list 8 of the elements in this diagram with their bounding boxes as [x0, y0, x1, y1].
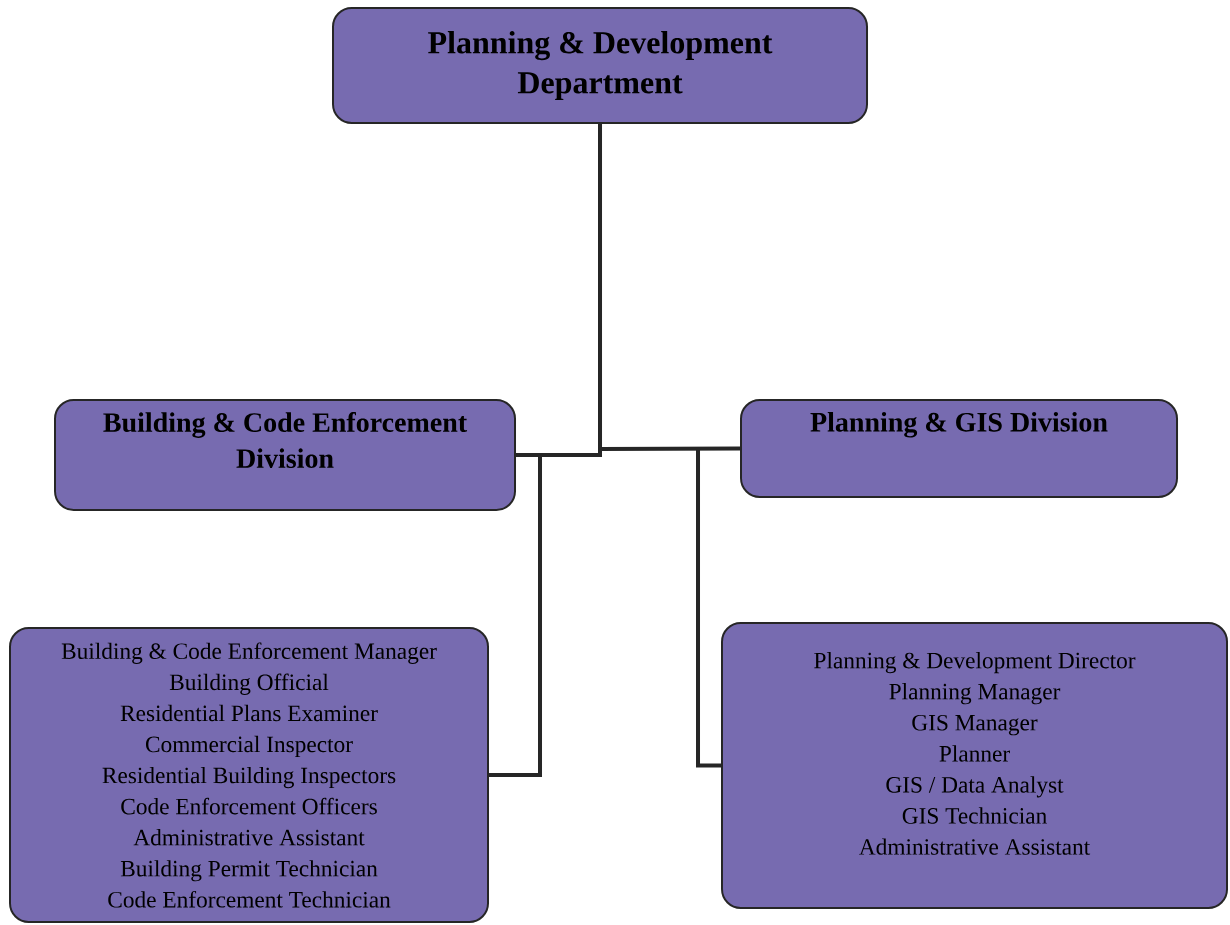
staff-list-box: Building & Code Enforcement Manager Building Official Residential Plans Examiner Commercial Inspector Residential Building Inspectors Code Enforcement Officers Administrative Assistant Building Permit Technician Code Enforcement Technician	[9, 627, 489, 923]
division-box: Planning & GIS Division	[740, 399, 1178, 498]
connector-line	[489, 455, 542, 777]
connector-line	[598, 124, 740, 451]
connector-line	[696, 448, 721, 768]
department-box: Planning & Development Department	[332, 7, 868, 124]
staff-list-box: Planning & Development Director Planning Manager GIS Manager Planner GIS / Data Analyst GIS Technician Administrative Assistant	[721, 622, 1228, 909]
division-box: Building & Code Enforcement Division	[54, 399, 516, 511]
